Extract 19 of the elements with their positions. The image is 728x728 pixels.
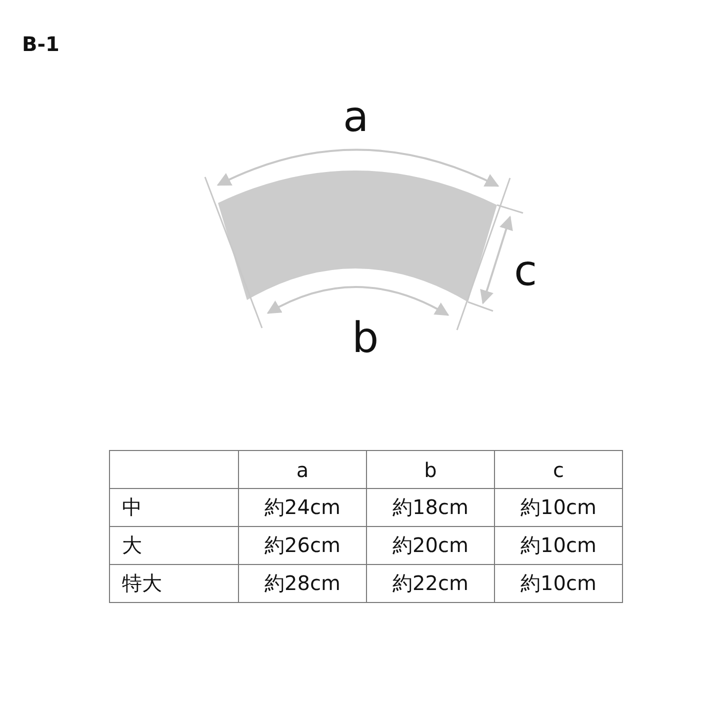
column-header-cell: b: [366, 450, 494, 488]
table-cell: 約10cm: [494, 488, 622, 526]
row-header-cell: 特大: [110, 564, 238, 602]
table-cell: 約10cm: [494, 526, 622, 564]
table-cell: 約22cm: [366, 564, 494, 602]
table-cell: 約24cm: [238, 488, 366, 526]
table-cell: 約26cm: [238, 526, 366, 564]
table-cell: 約10cm: [494, 564, 622, 602]
table-cell: 約20cm: [366, 526, 494, 564]
dimension-label: b: [352, 317, 379, 359]
table-cell: 約28cm: [238, 564, 366, 602]
dimension-label: a: [343, 96, 369, 138]
row-header-cell: 中: [110, 488, 238, 526]
title: B-1: [22, 34, 60, 54]
dimension-label: c: [514, 250, 538, 292]
table-cell: 約18cm: [366, 488, 494, 526]
column-header-cell: c: [494, 450, 622, 488]
row-header-cell: 大: [110, 526, 238, 564]
column-header-cell: a: [238, 450, 366, 488]
